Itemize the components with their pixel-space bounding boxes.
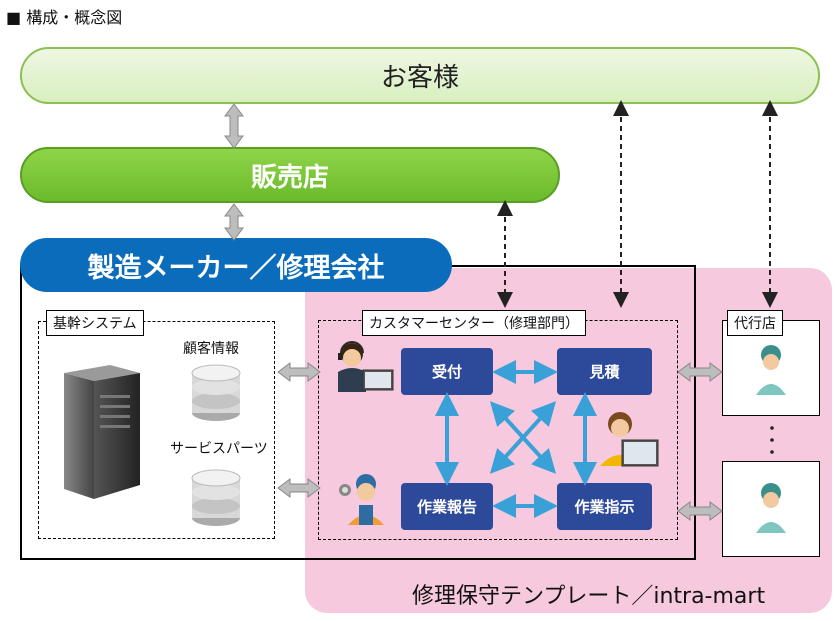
agent-worker-icon xyxy=(756,483,786,533)
shop-label: 販売店 xyxy=(250,162,329,193)
reception-box: 受付 xyxy=(401,348,493,395)
core-system-label: 基幹システム xyxy=(46,310,144,336)
work-report-label: 作業報告 xyxy=(416,498,477,516)
core-center-arrow-2 xyxy=(277,478,321,498)
footer-label: 修理保守テンプレート／intra-mart xyxy=(412,584,766,609)
center-agency-arrow-1 xyxy=(677,362,723,382)
maker-label: 製造メーカー／修理会社 xyxy=(87,252,385,284)
customer-node: お客様 xyxy=(20,47,820,104)
database-icon xyxy=(191,364,241,421)
ellipsis-dots xyxy=(770,426,774,454)
core-system-box xyxy=(38,321,275,539)
customer-label: お客様 xyxy=(380,63,459,93)
agency-box-2 xyxy=(722,461,820,557)
center-agency-arrow-2 xyxy=(677,501,723,521)
cross-arrow-2 xyxy=(489,401,557,474)
core-center-arrow-1 xyxy=(277,362,321,382)
agency-box-1 xyxy=(722,320,820,416)
work-report-box: 作業報告 xyxy=(401,483,493,530)
shop-maker-arrow xyxy=(224,203,244,241)
estimate-box: 見積 xyxy=(557,348,652,395)
agent-worker-icon xyxy=(756,345,786,395)
customer-shop-arrow xyxy=(224,103,244,149)
agency-label: 代行店 xyxy=(727,310,783,336)
work-order-label: 作業指示 xyxy=(574,498,635,516)
work-order-box: 作業指示 xyxy=(557,483,652,530)
customer-center-label: カスタマーセンター（修理部門） xyxy=(362,310,586,336)
estimate-label: 見積 xyxy=(589,363,620,381)
headset-operator-icon xyxy=(338,341,394,392)
db-customer-label: 顧客情報 xyxy=(183,341,239,357)
staff-woman-icon xyxy=(600,412,659,467)
diagram-title: ■ 構成・概念図 xyxy=(6,8,123,27)
db-service-label: サービスパーツ xyxy=(170,441,268,457)
mechanic-icon xyxy=(339,474,384,525)
server-icon xyxy=(64,365,140,499)
maker-node: 製造メーカー／修理会社 xyxy=(20,238,452,292)
reception-label: 受付 xyxy=(431,363,462,381)
shop-node: 販売店 xyxy=(20,147,560,203)
database-icon xyxy=(191,469,241,526)
